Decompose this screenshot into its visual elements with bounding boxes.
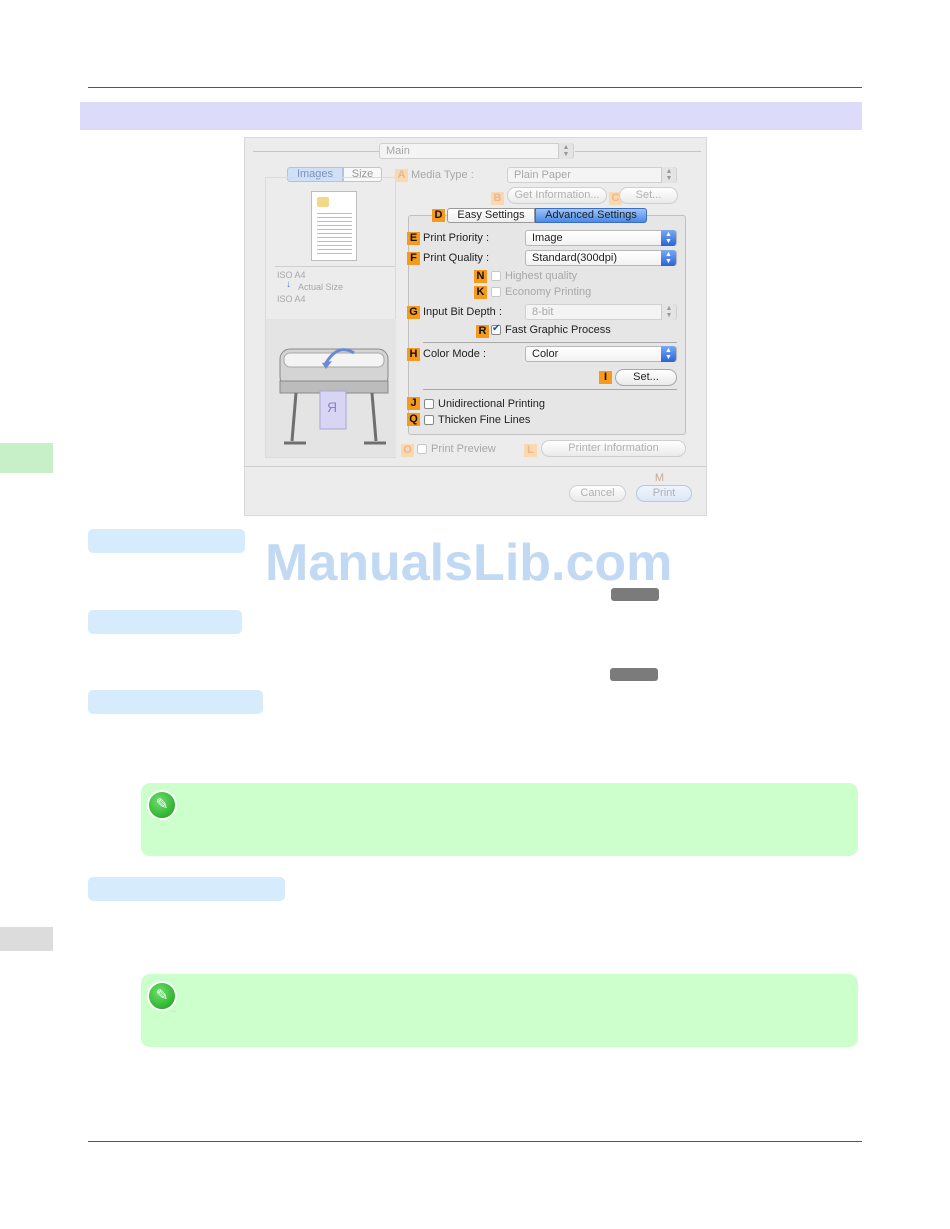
printer-icon [279,348,389,445]
print-quality-label: Print Quality : [423,252,490,264]
badge-o: O [401,444,414,457]
advanced-settings-tab[interactable]: Advanced Settings [535,208,647,223]
paper-mode: Actual Size [298,282,344,292]
reference-pill-2 [610,668,658,681]
badge-q: Q [407,413,420,426]
badge-e: E [407,232,420,245]
get-information-button[interactable]: Get Information... [507,187,607,204]
chapter-side-tab [0,443,53,473]
section-heading-2 [88,610,242,634]
fast-graphic-checkbox[interactable] [491,323,501,335]
thumbnail-text-lines [317,210,352,256]
print-preview-checkbox[interactable] [417,444,427,454]
thumbnail-image-icon [317,197,329,207]
fast-graphic-label: Fast Graphic Process [505,324,611,336]
highest-quality-checkbox[interactable] [491,271,501,281]
badge-j: J [407,397,420,410]
badge-b: B [491,192,504,205]
badge-d: D [432,209,445,222]
footer-separator [245,466,706,467]
paper-from: ISO A4 [277,270,306,280]
advanced-settings-tab-label: Advanced Settings [545,209,637,221]
down-arrow-icon: ↓ [286,279,291,290]
badge-i: I [599,371,612,384]
badge-m: M [654,472,665,484]
printer-driver-dialog: Main ▲▼ Images Size ISO A4 ↓ Actual Size… [244,137,707,516]
print-quality-popup[interactable]: Standard(300dpi) ▲▼ [525,250,677,266]
top-rule [88,87,862,88]
paper-glyph: R [327,399,338,415]
main-popup[interactable]: Main ▲▼ [379,143,574,159]
print-preview-label: Print Preview [431,443,496,455]
popup-arrows-icon: ▲▼ [661,346,676,362]
badge-c: C [609,192,622,205]
print-priority-popup[interactable]: Image ▲▼ [525,230,677,246]
input-bit-depth-popup[interactable]: 8-bit ▲▼ [525,304,677,320]
print-priority-label: Print Priority : [423,232,490,244]
media-type-popup[interactable]: Plain Paper ▲▼ [507,167,677,183]
popup-arrows-icon: ▲▼ [661,250,676,266]
media-type-label: Media Type : [411,169,474,181]
note-box-1: ✎ [141,783,858,856]
printer-illustration: R [266,319,396,457]
thicken-lines-checkbox[interactable] [424,415,434,425]
watermark: ManualsLib.com [265,534,673,592]
badge-f: F [407,252,420,265]
media-type-value: Plain Paper [514,169,571,181]
badge-h: H [407,348,420,361]
popup-arrows-icon: ▲▼ [661,167,676,183]
reference-pill-1 [611,588,659,601]
badge-n: N [474,270,487,283]
badge-l: L [524,444,537,457]
print-quality-value: Standard(300dpi) [532,252,618,264]
popup-arrows-icon: ▲▼ [661,230,676,246]
note-box-2: ✎ [141,974,858,1047]
badge-g: G [407,306,420,319]
economy-printing-checkbox[interactable] [491,287,501,297]
popup-arrows-icon: ▲▼ [661,304,676,320]
highest-quality-label: Highest quality [505,270,578,282]
economy-printing-label: Economy Printing [505,286,592,298]
easy-settings-tab-label: Easy Settings [457,209,525,221]
badge-r: R [476,325,489,338]
section-heading-4 [88,877,285,901]
printing-separator [423,389,677,390]
section-heading-1 [88,529,245,553]
set-button-c[interactable]: Set... [619,187,678,204]
top-separator-right [575,151,701,152]
popup-arrows-icon: ▲▼ [558,143,573,159]
section-side-tab [0,927,53,951]
cancel-button[interactable]: Cancel [569,485,626,502]
color-mode-popup[interactable]: Color ▲▼ [525,346,677,362]
preview-frame [265,177,396,458]
badge-k: K [474,286,487,299]
bottom-rule [88,1141,862,1142]
badge-a: A [395,169,408,182]
unidirectional-label: Unidirectional Printing [438,398,545,410]
pencil-note-icon: ✎ [147,981,177,1011]
color-separator [423,342,677,343]
pencil-note-icon: ✎ [147,790,177,820]
color-mode-value: Color [532,348,559,360]
print-priority-value: Image [532,232,563,244]
top-separator [253,151,379,152]
paper-info-separator [275,266,395,267]
section-heading-3 [88,690,263,714]
main-popup-value: Main [386,145,410,157]
print-button[interactable]: Print [636,485,692,502]
paper-to: ISO A4 [277,294,306,304]
page-thumbnail [311,191,357,261]
input-bit-depth-label: Input Bit Depth : [423,306,502,318]
section-title-band [80,102,862,130]
input-bit-depth-value: 8-bit [532,306,554,318]
thicken-lines-label: Thicken Fine Lines [438,414,531,426]
unidirectional-checkbox[interactable] [424,399,434,409]
printer-information-button[interactable]: Printer Information [541,440,686,457]
set-button-i[interactable]: Set... [615,369,677,386]
color-mode-label: Color Mode : [423,348,486,360]
easy-settings-tab[interactable]: Easy Settings [447,208,535,223]
